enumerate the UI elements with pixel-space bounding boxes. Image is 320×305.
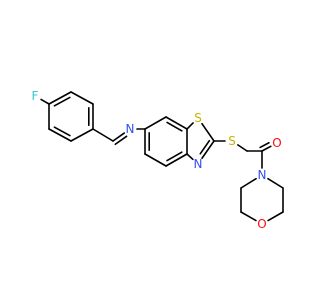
ring-bond [267, 177, 284, 189]
ring-bond [267, 211, 284, 222]
ring-bond [240, 211, 257, 222]
fluorine-label: F [32, 89, 39, 103]
thiazole-nitrogen-label: N [194, 157, 203, 171]
c-f-bond [40, 98, 50, 105]
ring-bond [48, 128, 72, 142]
bond-double-inner [166, 121, 183, 132]
carbonyl-double-bond [259, 141, 270, 149]
molecule-canvas: F N S N S O N O [32, 89, 284, 231]
thioether-sulfur-label: S [228, 134, 236, 148]
molecule-structure-diagram: F N S N S O N O [32, 89, 284, 231]
ring-bond [240, 177, 257, 189]
bond [92, 128, 114, 142]
ring-bond [70, 91, 94, 105]
bond-double-inner [53, 126, 71, 137]
ring-bond [70, 128, 94, 142]
ring-bond [165, 153, 188, 167]
morpholine-nitrogen-label: N [258, 168, 267, 182]
ring-bond [144, 116, 167, 130]
ring-bond [144, 153, 167, 167]
bond-double-inner [199, 139, 211, 155]
ring-bond [186, 122, 194, 130]
carbonyl-oxygen-label: O [272, 136, 281, 150]
ring-bond [186, 153, 194, 161]
bond [237, 144, 248, 152]
bond-double-inner [53, 96, 71, 107]
ring-bond [201, 140, 215, 160]
imine-nitrogen-label: N [126, 122, 135, 136]
morpholine-oxygen-label: O [257, 217, 266, 231]
ring-bond [201, 122, 215, 142]
ring-bond [48, 91, 72, 105]
imine-double-bond [112, 132, 126, 142]
thiazole-sulfur-label: S [194, 111, 202, 125]
ring-bond [165, 116, 188, 130]
carbonyl-bond [261, 145, 272, 152]
bond-double-inner [166, 151, 183, 162]
imine-double-bond [114, 135, 128, 146]
